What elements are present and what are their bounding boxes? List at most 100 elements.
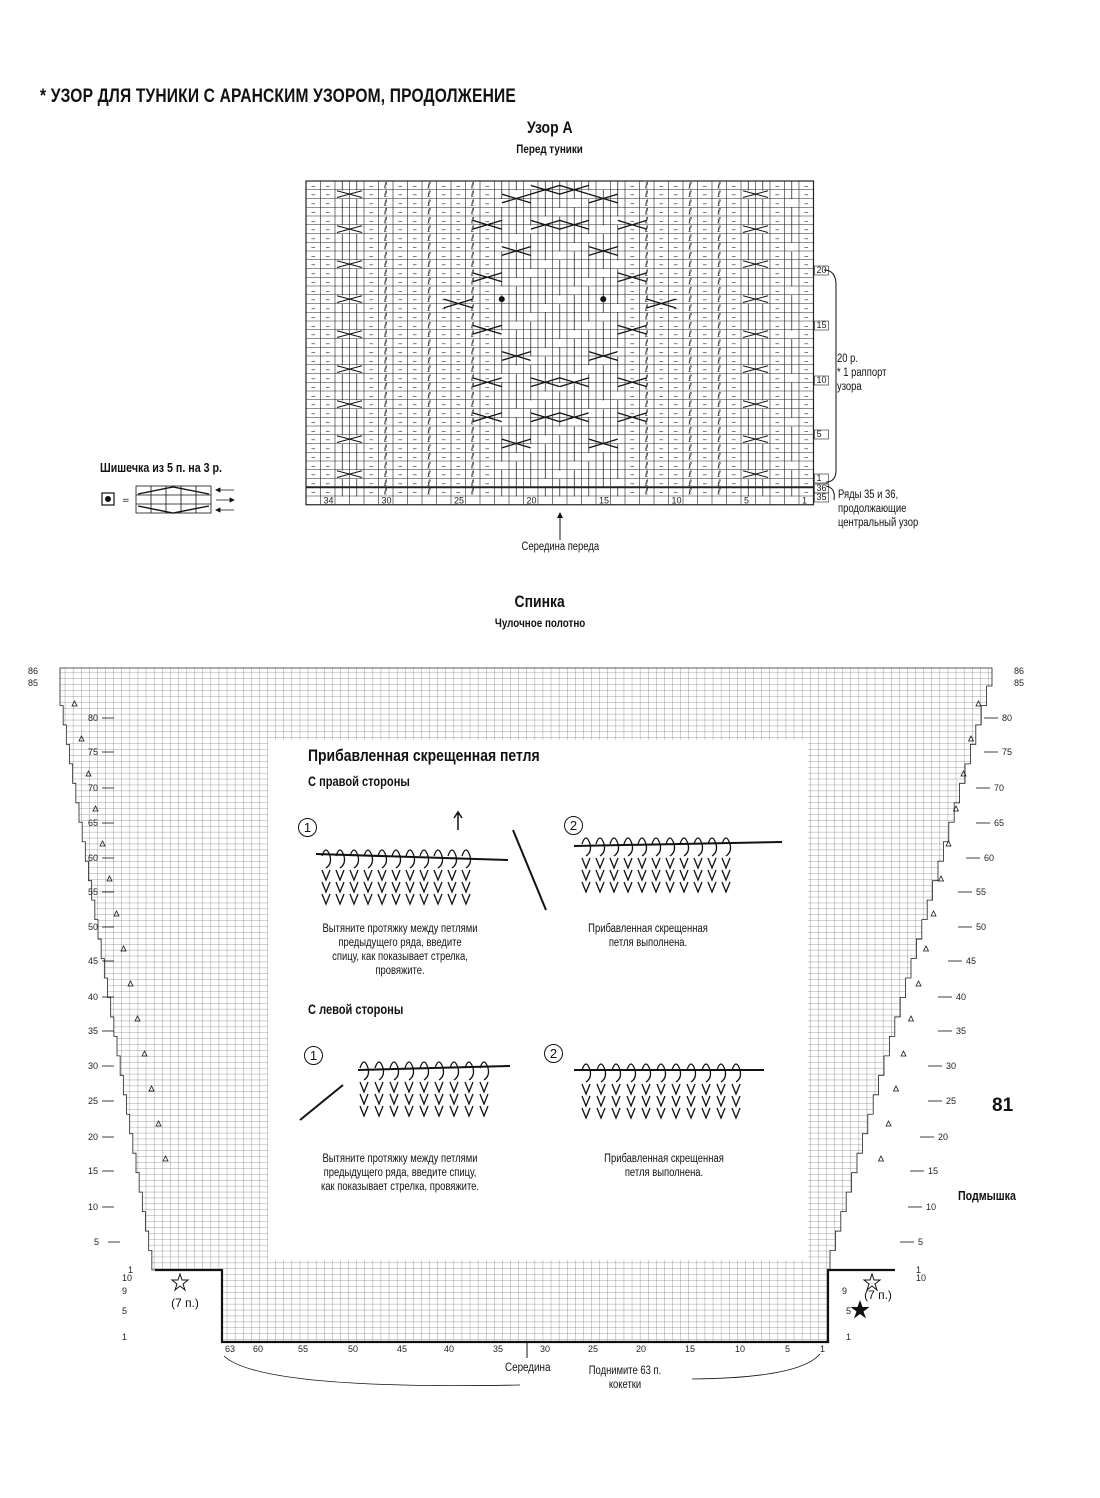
svg-text:|: |	[790, 470, 793, 480]
svg-text:|: |	[515, 208, 518, 218]
svg-text:ℓ: ℓ	[644, 409, 649, 419]
svg-text:–: –	[630, 216, 635, 226]
svg-text:|: |	[761, 356, 764, 366]
svg-text:–: –	[703, 356, 708, 366]
svg-text:–: –	[311, 461, 316, 471]
svg-text:–: –	[659, 383, 664, 393]
svg-text:|: |	[515, 339, 518, 349]
svg-text:–: –	[804, 225, 809, 235]
svg-text:–: –	[732, 199, 737, 209]
svg-text:–: –	[369, 260, 374, 270]
svg-text:ℓ: ℓ	[716, 330, 721, 340]
svg-text:|: |	[747, 269, 750, 279]
svg-text:|: |	[341, 488, 344, 498]
svg-text:ℓ: ℓ	[470, 418, 475, 428]
svg-text:|: |	[529, 374, 532, 384]
svg-text:–: –	[369, 234, 374, 244]
svg-text:ℓ: ℓ	[716, 453, 721, 463]
svg-text:–: –	[326, 479, 331, 489]
svg-text:–: –	[732, 278, 737, 288]
svg-text:–: –	[804, 321, 809, 331]
svg-text:–: –	[413, 243, 418, 253]
svg-text:ℓ: ℓ	[470, 181, 475, 191]
svg-text:–: –	[659, 225, 664, 235]
svg-text:–: –	[456, 426, 461, 436]
svg-text:–: –	[674, 400, 679, 410]
svg-text:|: |	[544, 225, 547, 235]
svg-text:|: |	[587, 243, 590, 253]
svg-text:–: –	[732, 339, 737, 349]
back-center-label: Середина	[505, 1360, 551, 1374]
svg-text:ℓ: ℓ	[383, 251, 388, 261]
svg-text:–: –	[630, 426, 635, 436]
svg-text:ℓ: ℓ	[426, 330, 431, 340]
back-right-row-label: 45	[966, 956, 976, 966]
svg-text:–: –	[659, 339, 664, 349]
svg-text:|: |	[355, 374, 358, 384]
svg-text:–: –	[659, 330, 664, 340]
svg-text:ℓ: ℓ	[644, 435, 649, 445]
svg-text:ℓ: ℓ	[426, 208, 431, 218]
svg-text:ℓ: ℓ	[687, 488, 692, 498]
svg-text:–: –	[369, 356, 374, 366]
svg-text:|: |	[529, 409, 532, 419]
svg-text:ℓ: ℓ	[383, 488, 388, 498]
left-step2-marker: 2	[544, 1044, 563, 1063]
svg-text:|: |	[761, 304, 764, 314]
svg-text:|: |	[529, 339, 532, 349]
back-col-label: 35	[493, 1344, 503, 1354]
svg-text:–: –	[311, 269, 316, 279]
increase-marker-left	[120, 945, 127, 952]
svg-text:|: |	[355, 418, 358, 428]
svg-text:|: |	[747, 409, 750, 419]
back-left-row-label: 55	[88, 887, 98, 897]
rows-35-36-note: Ряды 35 и 36, продолжающие центральный у…	[838, 489, 919, 529]
increase-marker-left	[106, 875, 113, 882]
svg-text:|: |	[790, 313, 793, 323]
svg-text:–: –	[485, 409, 490, 419]
svg-text:–: –	[442, 234, 447, 244]
svg-text:|: |	[544, 313, 547, 323]
svg-text:|: |	[790, 269, 793, 279]
svg-text:|: |	[355, 313, 358, 323]
svg-text:ℓ: ℓ	[687, 409, 692, 419]
svg-text:–: –	[485, 339, 490, 349]
svg-text:–: –	[804, 313, 809, 323]
svg-text:–: –	[703, 479, 708, 489]
svg-text:ℓ: ℓ	[383, 435, 388, 445]
svg-text:–: –	[369, 339, 374, 349]
svg-text:–: –	[413, 251, 418, 261]
svg-text:–: –	[413, 190, 418, 200]
increase-marker-right	[885, 1120, 892, 1127]
back-right-row-label: 10	[916, 1273, 926, 1283]
back-right-row-label: 86	[1014, 666, 1024, 676]
svg-text:–: –	[775, 488, 780, 498]
svg-text:|: |	[558, 391, 561, 401]
svg-text:|: |	[747, 391, 750, 401]
svg-text:ℓ: ℓ	[470, 400, 475, 410]
row-label: 36	[817, 483, 827, 493]
svg-text:–: –	[485, 313, 490, 323]
svg-text:–: –	[398, 418, 403, 428]
svg-text:–: –	[674, 330, 679, 340]
svg-text:–: –	[311, 444, 316, 454]
back-col-label: 15	[685, 1344, 695, 1354]
svg-text:–: –	[804, 330, 809, 340]
svg-text:ℓ: ℓ	[426, 225, 431, 235]
svg-text:–: –	[326, 234, 331, 244]
svg-text:|: |	[341, 479, 344, 489]
svg-text:|: |	[790, 251, 793, 261]
svg-text:|: |	[747, 251, 750, 261]
svg-text:–: –	[674, 234, 679, 244]
svg-text:–: –	[369, 190, 374, 200]
row-label: 35	[817, 492, 827, 502]
svg-text:–: –	[804, 461, 809, 471]
svg-text:–: –	[369, 453, 374, 463]
svg-text:|: |	[616, 453, 619, 463]
svg-text:|: |	[529, 286, 532, 296]
svg-text:|: |	[761, 208, 764, 218]
svg-text:ℓ: ℓ	[470, 234, 475, 244]
svg-text:–: –	[659, 488, 664, 498]
svg-text:|: |	[587, 418, 590, 428]
svg-text:–: –	[630, 488, 635, 498]
